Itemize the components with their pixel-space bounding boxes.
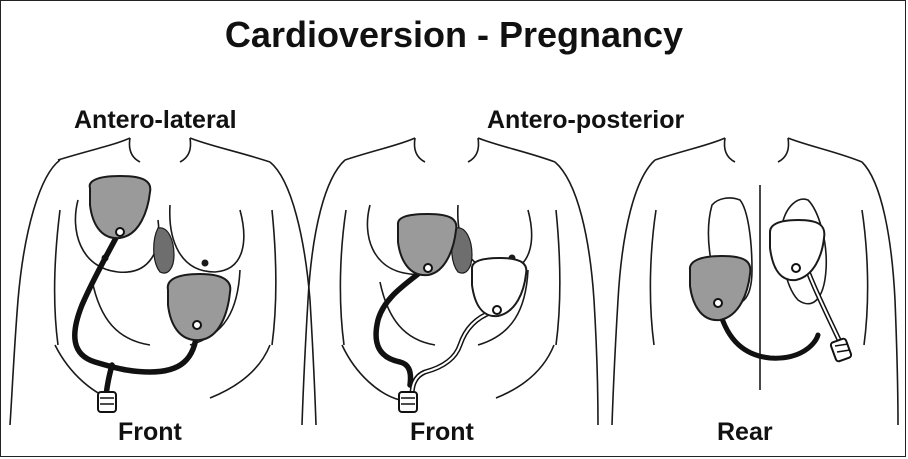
- pad-posterior-gray: [690, 256, 750, 320]
- nipple-marker: [202, 260, 209, 267]
- caption-front-1: Front: [118, 418, 182, 447]
- caption-front-2: Front: [410, 418, 474, 447]
- cable-connector: [830, 338, 852, 362]
- defib-cable-posterior: [412, 312, 492, 395]
- pad-posterior-outline: [472, 258, 526, 316]
- pad-left-apex: [168, 274, 231, 340]
- torso-front-antero-posterior: [302, 138, 598, 425]
- pad-right-upper: [90, 176, 151, 238]
- cable-connector: [399, 392, 417, 412]
- pad-right-upper: [398, 214, 456, 275]
- caption-rear: Rear: [717, 418, 773, 447]
- torso-rear: [612, 138, 898, 425]
- cable-connector: [98, 392, 116, 412]
- pad-front-outline-seen-from-rear: [770, 220, 824, 280]
- heart-shape: [154, 228, 174, 273]
- torso-front-antero-lateral: [10, 138, 316, 425]
